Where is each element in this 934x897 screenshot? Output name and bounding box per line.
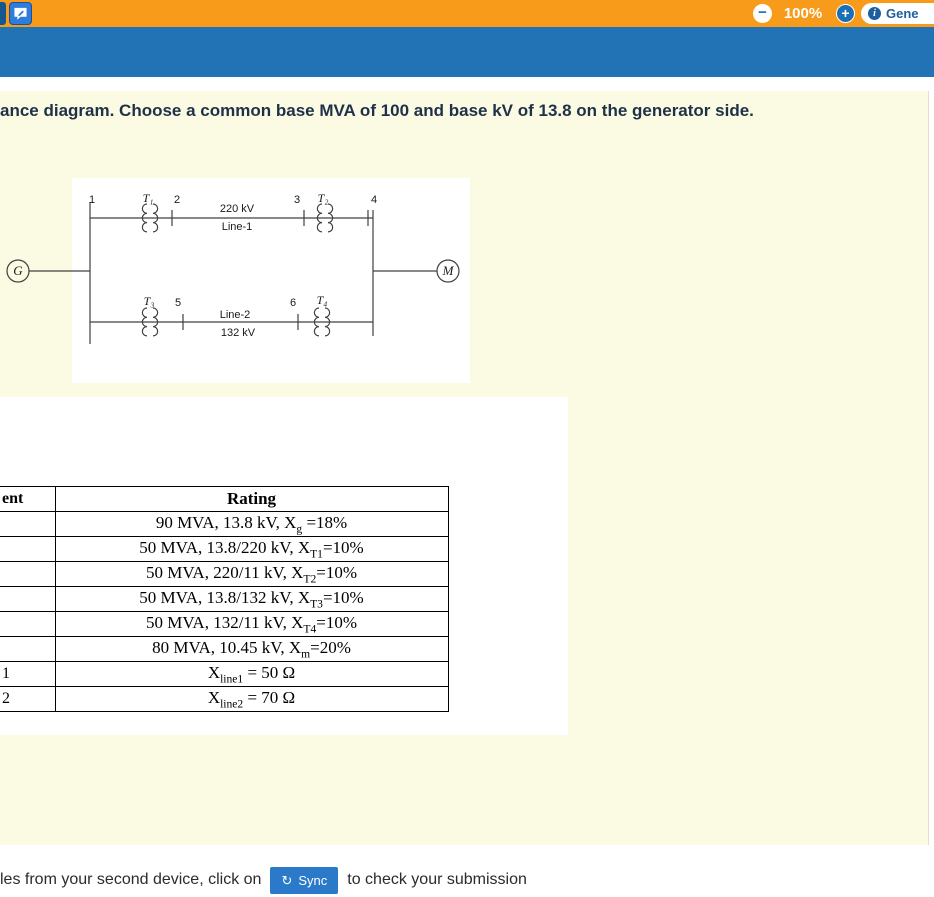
label-line1-name: Line-1 — [222, 221, 253, 233]
equipment-cell: 2 — [0, 686, 56, 712]
rating-cell: 90 MVA, 13.8 kV, Xg =18% — [54, 511, 449, 537]
label-bus-3: 3 — [294, 194, 300, 206]
label-line1-kv: 220 kV — [220, 203, 255, 215]
table-row: 50 MVA, 220/11 kV, XT2=10% — [0, 561, 449, 587]
label-bus-1: 1 — [89, 194, 95, 206]
rating-cell: Xline2 = 70 Ω — [54, 686, 449, 712]
info-button[interactable]: i Gene — [861, 3, 934, 24]
transformer-t4-symbol — [313, 307, 331, 337]
ratings-table-body: 90 MVA, 13.8 kV, Xg =18%50 MVA, 13.8/220… — [0, 511, 449, 712]
equipment-cell — [0, 586, 56, 612]
table-row: 50 MVA, 13.8/220 kV, XT1=10% — [0, 536, 449, 562]
info-icon: i — [868, 7, 881, 20]
label-bus-4: 4 — [371, 194, 377, 206]
label-motor: M — [442, 263, 455, 278]
label-line2-kv: 132 kV — [221, 327, 256, 339]
table-row: 90 MVA, 13.8 kV, Xg =18% — [0, 511, 449, 537]
zoom-in-button[interactable]: + — [836, 4, 855, 23]
table-row: 50 MVA, 132/11 kV, XT4=10% — [0, 611, 449, 637]
footer-text-after: to check your submission — [347, 871, 527, 888]
circuit-diagram: G M 1 T₁ 2 220 kV Line-1 3 T₂ 4 T₃ 5 Lin… — [6, 178, 470, 383]
rating-cell: 50 MVA, 132/11 kV, XT4=10% — [54, 611, 449, 637]
ratings-table: ent Rating 90 MVA, 13.8 kV, Xg =18%50 MV… — [0, 486, 449, 712]
rating-cell: 50 MVA, 13.8/132 kV, XT3=10% — [54, 586, 449, 612]
question-text: ance diagram. Choose a common base MVA o… — [0, 101, 754, 120]
table-row: 80 MVA, 10.45 kV, Xm=20% — [0, 636, 449, 662]
equipment-cell — [0, 611, 56, 637]
rating-cell: 80 MVA, 10.45 kV, Xm=20% — [54, 636, 449, 662]
header-band — [0, 27, 934, 77]
label-bus-6: 6 — [290, 297, 296, 309]
sync-icon: ↻ — [281, 872, 293, 888]
footer-instruction: les from your second device, click on ↻ … — [0, 862, 934, 897]
label-t2: T₂ — [318, 191, 329, 205]
transformer-t1-symbol — [141, 203, 159, 233]
diagram-background — [72, 178, 470, 383]
label-bus-5: 5 — [175, 297, 181, 309]
table-header-row: ent Rating — [0, 486, 449, 512]
label-line2-name: Line-2 — [220, 309, 251, 321]
clipped-left-button[interactable] — [0, 2, 6, 25]
sync-button-label: Sync — [298, 872, 328, 888]
label-generator: G — [13, 263, 23, 278]
equipment-cell — [0, 511, 56, 537]
label-bus-2: 2 — [174, 194, 180, 206]
transformer-t3-symbol — [141, 307, 159, 337]
label-t4: T₄ — [317, 293, 328, 307]
ratings-panel: ent Rating 90 MVA, 13.8 kV, Xg =18%50 MV… — [0, 397, 568, 735]
info-button-label: Gene — [886, 6, 919, 21]
zoom-level-label: 100% — [783, 5, 823, 22]
rating-header: Rating — [54, 486, 449, 512]
equipment-header: ent — [0, 486, 56, 512]
label-t3: T₃ — [144, 294, 155, 308]
chat-bubble-icon — [14, 7, 27, 20]
sync-button[interactable]: ↻ Sync — [270, 866, 339, 894]
equipment-cell — [0, 561, 56, 587]
equipment-cell — [0, 536, 56, 562]
table-row: 50 MVA, 13.8/132 kV, XT3=10% — [0, 586, 449, 612]
equipment-cell — [0, 636, 56, 662]
label-t1: T₁ — [143, 191, 154, 205]
footer-text-before: les from your second device, click on — [0, 871, 262, 888]
rating-cell: 50 MVA, 13.8/220 kV, XT1=10% — [54, 536, 449, 562]
zoom-out-button[interactable]: − — [753, 4, 772, 23]
transformer-t2-symbol — [316, 203, 334, 233]
scrollbar-track — [930, 91, 934, 845]
rating-cell: Xline1 = 50 Ω — [54, 661, 449, 687]
top-toolbar: − 100% + i Gene — [0, 0, 934, 27]
chat-button[interactable] — [9, 2, 32, 25]
equipment-cell: 1 — [0, 661, 56, 687]
rating-cell: 50 MVA, 220/11 kV, XT2=10% — [54, 561, 449, 587]
